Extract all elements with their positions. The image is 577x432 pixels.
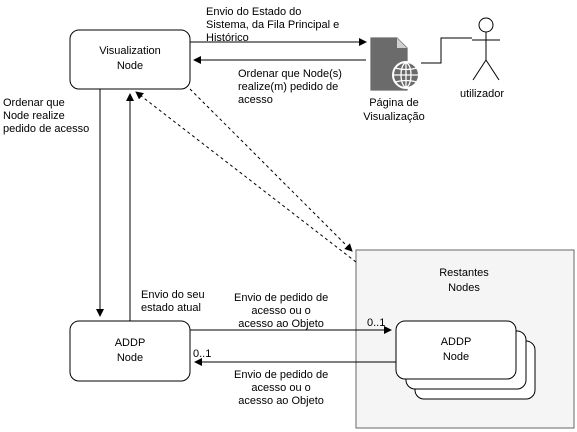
edge-send-state-label: Envio do Estado do Sistema, da Fila Prin… (206, 6, 340, 44)
addp-remote-node-label: ADDP Node (440, 336, 472, 363)
page-actor-connector (421, 37, 472, 64)
user-actor-label: utilizador (460, 88, 505, 100)
addp-local-node-label: ADDP Node (114, 337, 146, 364)
edge-order-node-label: Ordenar que Node realize pedido de acess… (3, 97, 90, 135)
edge-order-nodes-label: Ordenar que Node(s) realize(m) pedido de… (238, 68, 342, 106)
web-page-icon[interactable] (370, 37, 420, 91)
remaining-nodes-title: Restantes Nodes (439, 267, 489, 294)
visualization-node[interactable] (69, 29, 191, 90)
edge-dashed-to-group[interactable] (189, 88, 353, 252)
visualization-node-label: Visualization Node (99, 45, 161, 72)
addp-remote-node[interactable] (395, 320, 517, 380)
edge-mult-in-label: 0..1 (193, 348, 212, 360)
user-actor-icon[interactable] (472, 17, 500, 81)
edge-request-in-label: Envio de pedido de acesso ou o acesso ao… (234, 369, 329, 407)
edge-send-current-state-label: Envio do seu estado atual (141, 289, 205, 314)
edge-request-out-label: Envio de pedido de acesso ou o acesso ao… (234, 292, 329, 330)
web-page-label: Página de Visualização (363, 97, 425, 123)
edge-mult-out-label: 0..1 (367, 317, 386, 329)
edge-dashed-from-group[interactable] (135, 91, 357, 263)
